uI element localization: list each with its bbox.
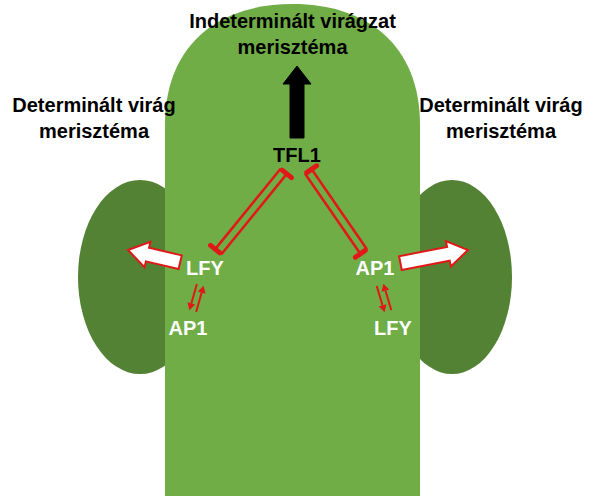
flower-meristem: Determinált virág merisztéma xyxy=(0,92,210,384)
gene-name: AP1 xyxy=(169,315,208,341)
gene-label: TFL1 xyxy=(269,141,325,169)
gene-name: LFY xyxy=(186,255,224,281)
gene-label: AP1 xyxy=(352,254,399,282)
flower-meristem: Determinált virág merisztéma xyxy=(390,92,597,384)
meristem-dome xyxy=(163,0,422,496)
gene-label: LFY xyxy=(370,314,416,342)
gene-name: AP1 xyxy=(356,255,395,281)
oval-outline xyxy=(78,180,202,374)
meristem-heading: Determinált virág merisztéma xyxy=(4,92,184,144)
gene-label: AP1 xyxy=(165,314,212,342)
gene-label: LFY xyxy=(182,254,228,282)
meristem-heading: Indeterminált virágzat merisztéma xyxy=(163,8,422,60)
inflorescence-meristem: Indeterminált virágzat merisztémaTFL1LFY… xyxy=(163,0,422,496)
gene-name: TFL1 xyxy=(273,142,321,168)
oval-outline xyxy=(392,180,512,374)
dome-outline xyxy=(165,4,420,496)
gene-name: LFY xyxy=(374,315,412,341)
meristem-heading: Determinált virág merisztéma xyxy=(410,92,592,144)
